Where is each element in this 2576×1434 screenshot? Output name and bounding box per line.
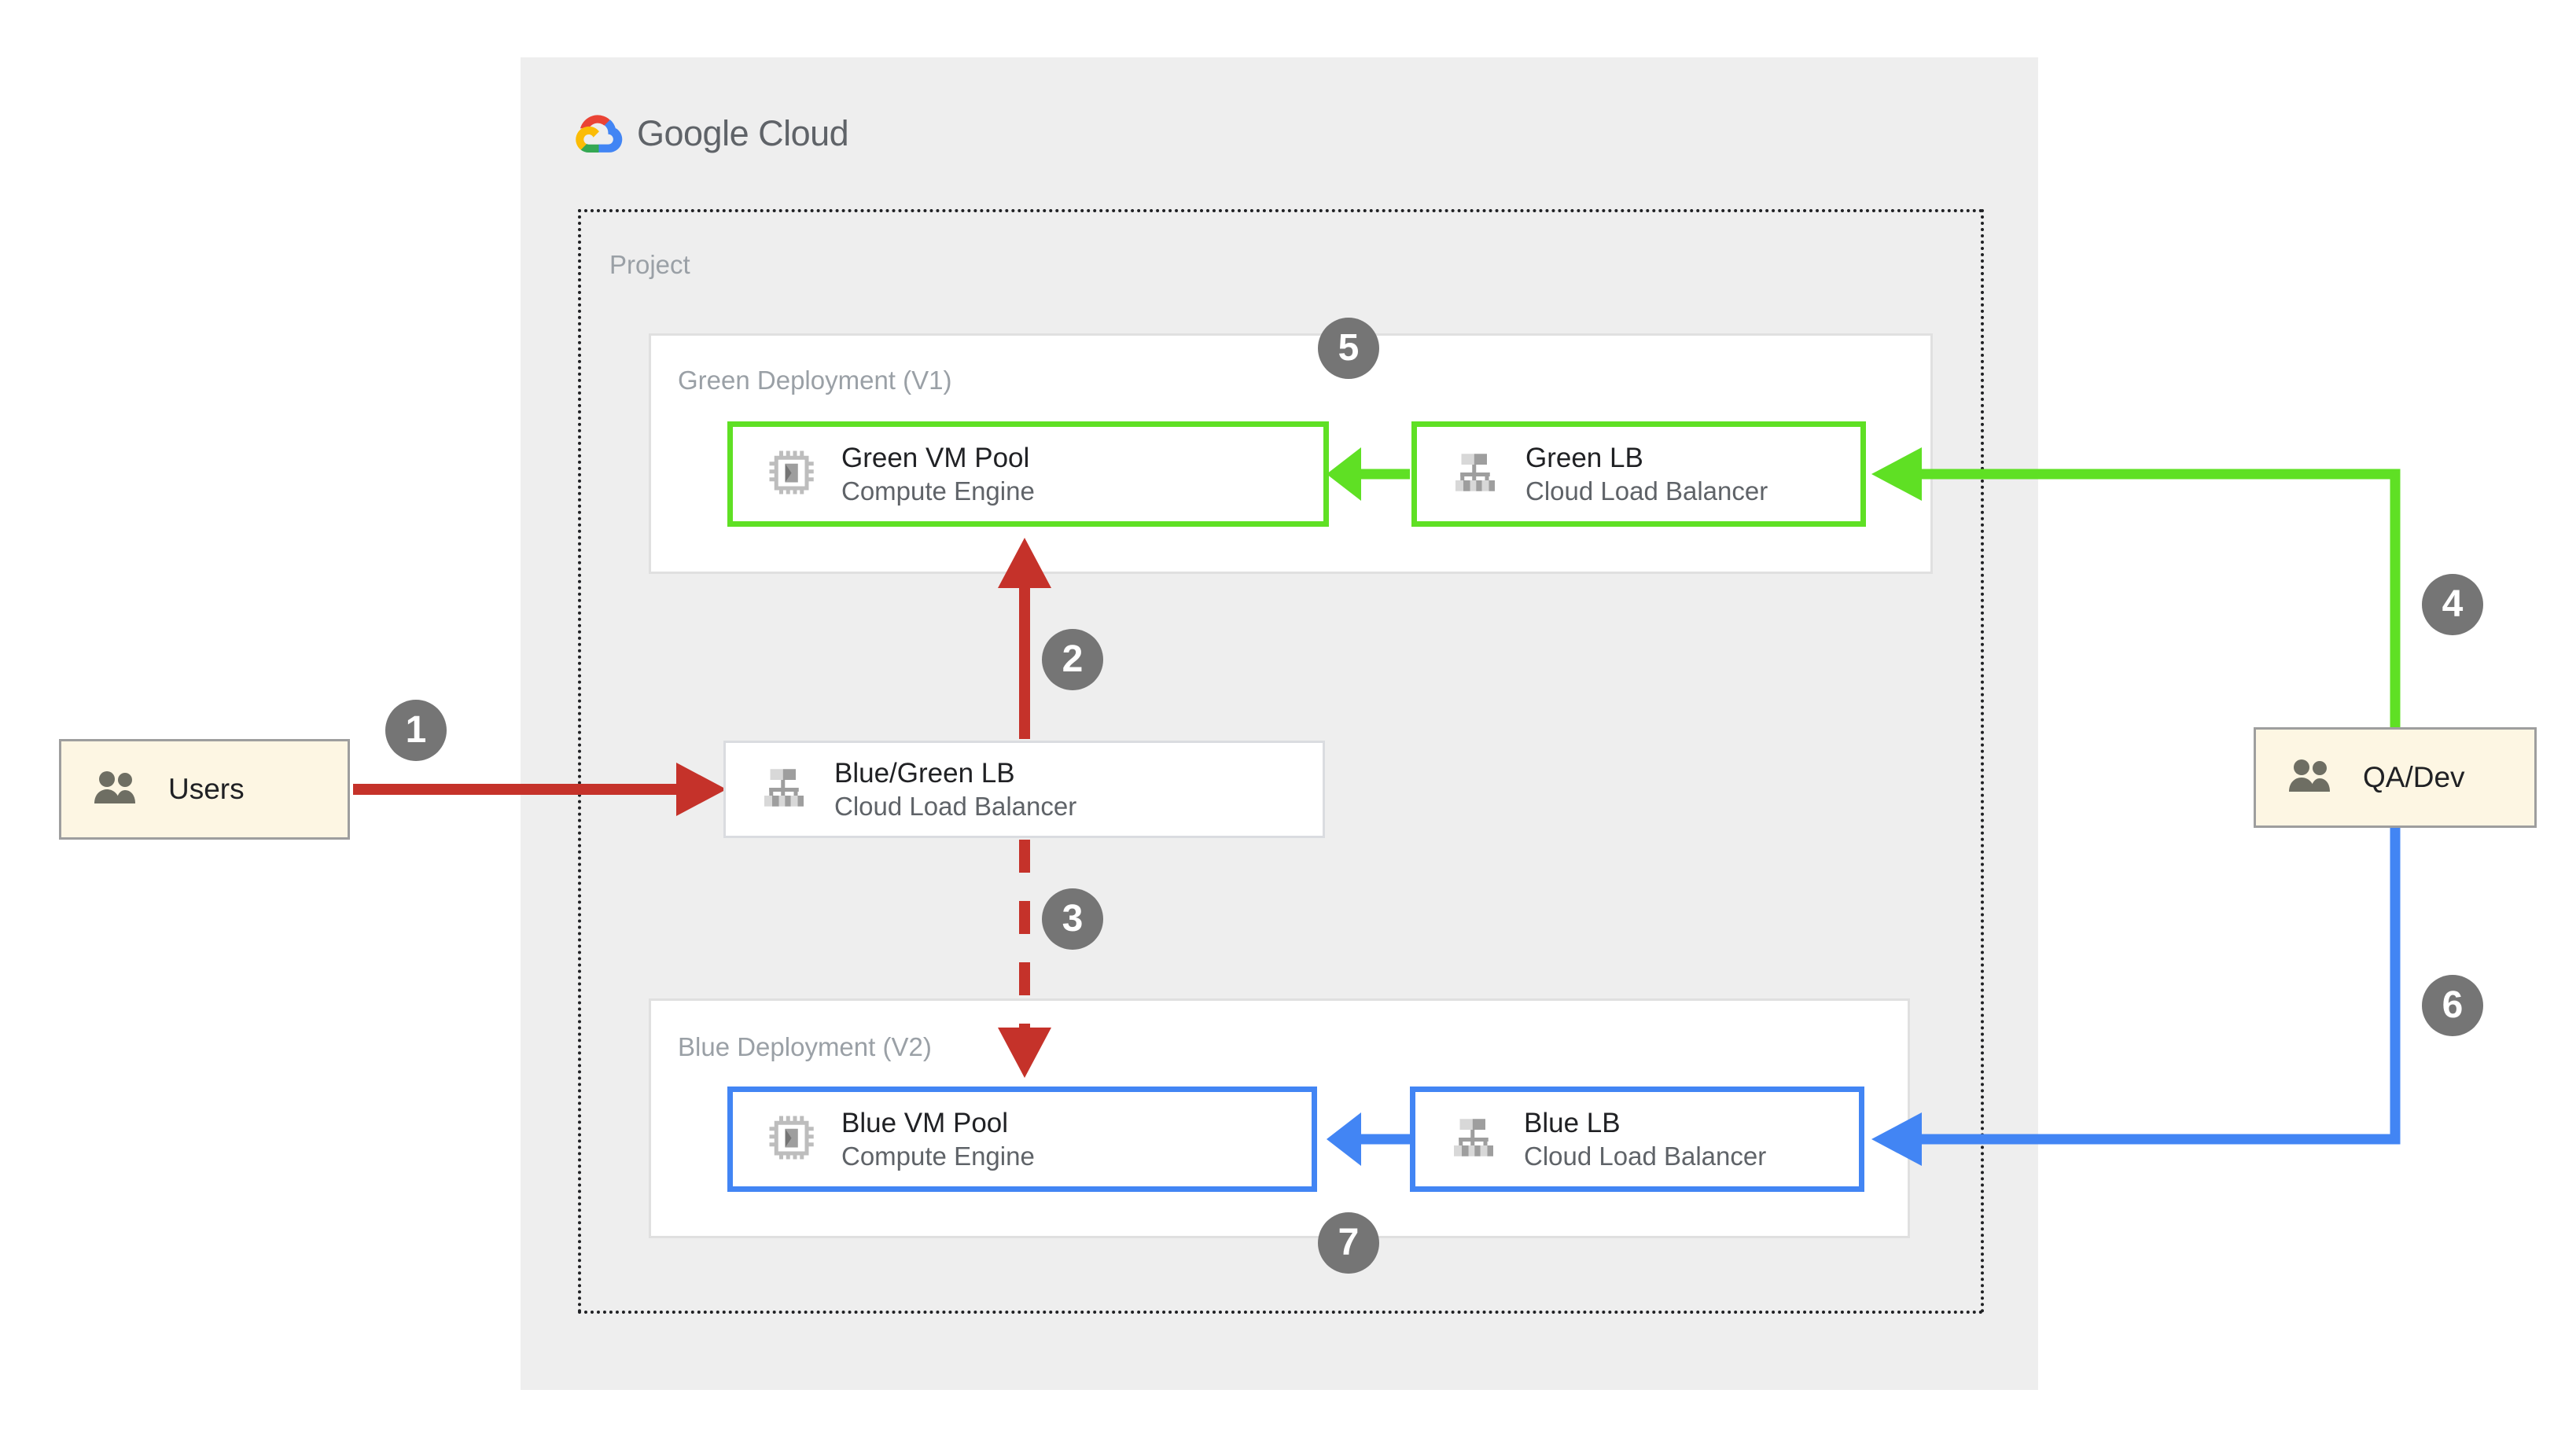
node-bluegreen-lb[interactable]: Blue/Green LB Cloud Load Balancer [723, 741, 1325, 838]
people-icon [2287, 759, 2336, 797]
load-balancer-icon [760, 764, 808, 815]
flow-4-qadev-to-green-lb [1871, 447, 2401, 727]
actor-qa-dev[interactable]: QA/Dev [2254, 727, 2537, 828]
node-title: Blue/Green LB [834, 757, 1015, 789]
step-badge-5: 5 [1318, 318, 1379, 379]
actor-label: Users [168, 773, 245, 805]
node-title: Blue VM Pool [841, 1107, 1009, 1138]
google-cloud-logo-icon [576, 115, 623, 153]
node-subtitle: Cloud Load Balancer [834, 792, 1077, 822]
actor-users[interactable]: Users [59, 739, 350, 840]
blue-deployment-label: Blue Deployment (V2) [678, 1032, 932, 1061]
flow-3-bluegreen-lb-to-blue-vm [998, 840, 1051, 1078]
project-label: Project [609, 250, 690, 279]
step-badge-7: 7 [1318, 1212, 1379, 1274]
node-title: Green LB [1525, 442, 1643, 473]
green-deployment-label: Green Deployment (V1) [678, 366, 952, 395]
node-subtitle: Compute Engine [841, 1142, 1035, 1171]
brand-title: Google Cloud [637, 113, 849, 154]
load-balancer-icon [1452, 449, 1499, 500]
brand-title-google: Google [637, 113, 749, 153]
node-blue-vm-pool[interactable]: Blue VM Pool Compute Engine [727, 1087, 1317, 1192]
brand-title-cloud: Cloud [758, 113, 849, 153]
flow-2-bluegreen-lb-to-green-vm [998, 538, 1051, 739]
node-subtitle: Cloud Load Balancer [1524, 1142, 1767, 1171]
step-badge-2: 2 [1042, 629, 1103, 690]
step-badge-1: 1 [385, 700, 447, 761]
flow-6-qadev-to-blue-lb [1871, 828, 2401, 1166]
cpu-chip-icon [767, 449, 815, 500]
flow-5-green-lb-to-green-vm [1327, 447, 1410, 501]
node-title: Blue LB [1524, 1107, 1621, 1138]
node-subtitle: Compute Engine [841, 476, 1035, 506]
cpu-chip-icon [767, 1114, 815, 1165]
people-icon [93, 770, 142, 809]
node-title: Green VM Pool [841, 442, 1030, 473]
node-subtitle: Cloud Load Balancer [1525, 476, 1768, 506]
node-green-lb[interactable]: Green LB Cloud Load Balancer [1411, 421, 1866, 527]
actor-label: QA/Dev [2363, 761, 2465, 793]
flow-1-users-to-bluegreen-lb [353, 763, 727, 816]
flow-7-blue-lb-to-blue-vm [1327, 1112, 1410, 1166]
step-badge-6: 6 [2422, 975, 2483, 1036]
node-blue-lb[interactable]: Blue LB Cloud Load Balancer [1410, 1087, 1864, 1192]
google-cloud-brand: Google Cloud [574, 110, 849, 157]
project-boundary [578, 209, 1984, 1314]
node-green-vm-pool[interactable]: Green VM Pool Compute Engine [727, 421, 1329, 527]
load-balancer-icon [1450, 1114, 1497, 1165]
step-badge-4: 4 [2422, 574, 2483, 635]
step-badge-3: 3 [1042, 888, 1103, 950]
